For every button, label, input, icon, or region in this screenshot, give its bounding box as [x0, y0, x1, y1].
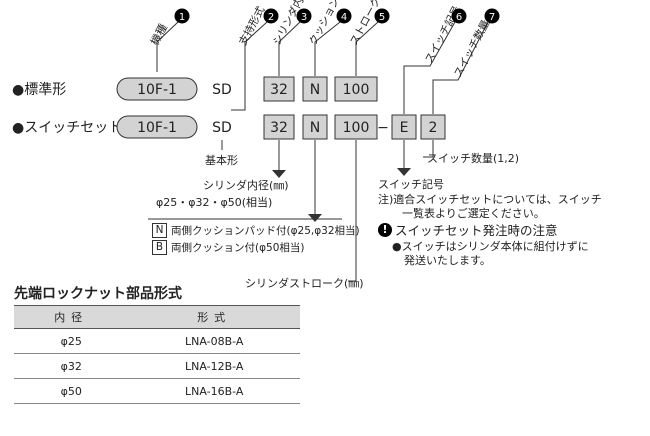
callout-num-4: 4: [341, 12, 347, 23]
bore-switch-set: 32: [270, 120, 288, 136]
leader-stroke-note: [348, 140, 357, 282]
stroke-switch-set: 100: [343, 120, 370, 136]
locknut-model-2: LNA-12B-A: [128, 353, 300, 379]
model-standard: 10F-1: [137, 82, 177, 98]
leader-4: [314, 21, 341, 76]
order-caution: ! スイッチセット発注時の注意: [378, 220, 558, 239]
table-row: φ25 LNA-08B-A: [14, 328, 300, 354]
locknut-bore-3: φ50: [14, 378, 129, 404]
callout-label-4: クッション形式: [306, 0, 352, 47]
qty-note: スイッチ数量(1,2): [427, 152, 520, 165]
callout-num-6: 6: [456, 12, 462, 23]
row-label-switch-set: ●スイッチセット: [12, 120, 122, 136]
switch-note-line-2: 一覧表よりご選定ください。: [402, 207, 545, 220]
callout-num-1: 1: [179, 12, 185, 23]
leader-3: [278, 21, 301, 76]
leader-7: [432, 21, 489, 114]
callout-num-3: 3: [301, 12, 307, 23]
stroke-box-standard: [334, 76, 378, 102]
stroke-standard: 100: [343, 82, 370, 98]
callout-number-icon-1: [174, 8, 190, 24]
cushion-standard: N: [310, 82, 320, 98]
order-caution-title: スイッチセット発注時の注意: [395, 223, 558, 238]
callout-number-icon-3: [296, 8, 312, 24]
switch-box-switch-set: [391, 114, 417, 140]
support-note: 基本形: [205, 154, 238, 167]
locknut-bore-2: φ32: [14, 353, 129, 379]
callout-number-icon-7: [484, 8, 500, 24]
bore-standard: 32: [270, 82, 288, 98]
leader-5: [355, 21, 379, 76]
leader-qty-note: [423, 140, 434, 158]
callout-label-3: シリンダ内径: [270, 0, 311, 47]
callout-label-7: スイッチ数量: [451, 17, 492, 79]
switch-note-line-1: 注)適合スイッチセットについては、スイッチ: [378, 193, 602, 206]
cushion-text-b: 両側クッション付(φ50相当): [171, 242, 305, 254]
bore-note-title: シリンダ内径(㎜): [203, 179, 289, 192]
table-row: φ32 LNA-12B-A: [14, 353, 300, 379]
leader-1: [156, 21, 179, 72]
bore-arrow-icon: [272, 170, 286, 178]
dash-switch-set: −: [377, 120, 389, 136]
model-code-diagram: 機種 1 支持形式 2 シリンダ内径 3 クッション形式 4 ストローク 5 ス…: [12, 0, 500, 282]
order-line-2: 発送いたします。: [404, 254, 491, 267]
callout-label-1: 機種: [147, 21, 170, 47]
callout-num-5: 5: [379, 12, 385, 23]
model-pill-standard: [116, 77, 198, 101]
leader-2: [231, 21, 268, 111]
cushion-option-n: N 両側クッションパッド付(φ25,φ32相当): [152, 223, 360, 238]
callout-number-icon-2: [263, 8, 279, 24]
cushion-option-b: B 両側クッション付(φ50相当): [152, 240, 304, 255]
callout-number-icon-5: [374, 8, 390, 24]
support-standard: SD: [212, 82, 232, 98]
table-row: φ50 LNA-16B-A: [14, 378, 300, 404]
switch-code-note: スイッチ記号: [378, 178, 444, 191]
locknut-table: 内径 形式 φ25 LNA-08B-A φ32 LNA-12B-A φ50 LN…: [14, 305, 300, 404]
cushion-arrow-icon: [308, 214, 322, 222]
leader-6: [403, 21, 456, 114]
cushion-switch-set: N: [310, 120, 320, 136]
bore-box-standard: [263, 76, 295, 102]
row-label-standard: ●標準形: [12, 82, 66, 98]
stroke-box-switch-set: [334, 114, 378, 140]
qty-switch-set: 2: [429, 120, 438, 136]
model-pill-switch-set: [116, 115, 198, 139]
locknut-title: 先端ロックナット部品形式: [14, 286, 182, 302]
support-switch-set: SD: [212, 120, 232, 136]
callout-number-icon-6: [451, 8, 467, 24]
callout-num-7: 7: [489, 12, 495, 23]
locknut-model-1: LNA-08B-A: [128, 328, 300, 354]
callout-label-5: ストローク: [348, 0, 383, 47]
cushion-code-n: N: [152, 223, 167, 238]
switch-code-switch-set: E: [400, 120, 409, 136]
callout-number-icon-4: [336, 8, 352, 24]
cushion-box-standard: [302, 76, 328, 102]
switch-arrow-icon: [397, 168, 411, 176]
cushion-code-b: B: [152, 240, 167, 255]
stroke-note: シリンダストローク(㎜): [245, 277, 364, 290]
model-switch-set: 10F-1: [137, 120, 177, 136]
bore-box-switch-set: [263, 114, 295, 140]
locknut-model-3: LNA-16B-A: [128, 378, 300, 404]
locknut-bore-1: φ25: [14, 328, 129, 354]
locknut-header-bore: 内径: [14, 305, 129, 329]
locknut-header-model: 形式: [128, 305, 300, 329]
exclamation-circle-icon: !: [378, 222, 392, 237]
callout-num-2: 2: [268, 12, 274, 23]
order-line-1: ●スイッチはシリンダ本体に組付けずに: [392, 240, 589, 253]
bore-note-values: φ25・φ32・φ50(相当): [156, 196, 273, 209]
qty-box-switch-set: [420, 114, 446, 140]
cushion-text-n: 両側クッションパッド付(φ25,φ32相当): [171, 225, 360, 237]
cushion-box-switch-set: [302, 114, 328, 140]
